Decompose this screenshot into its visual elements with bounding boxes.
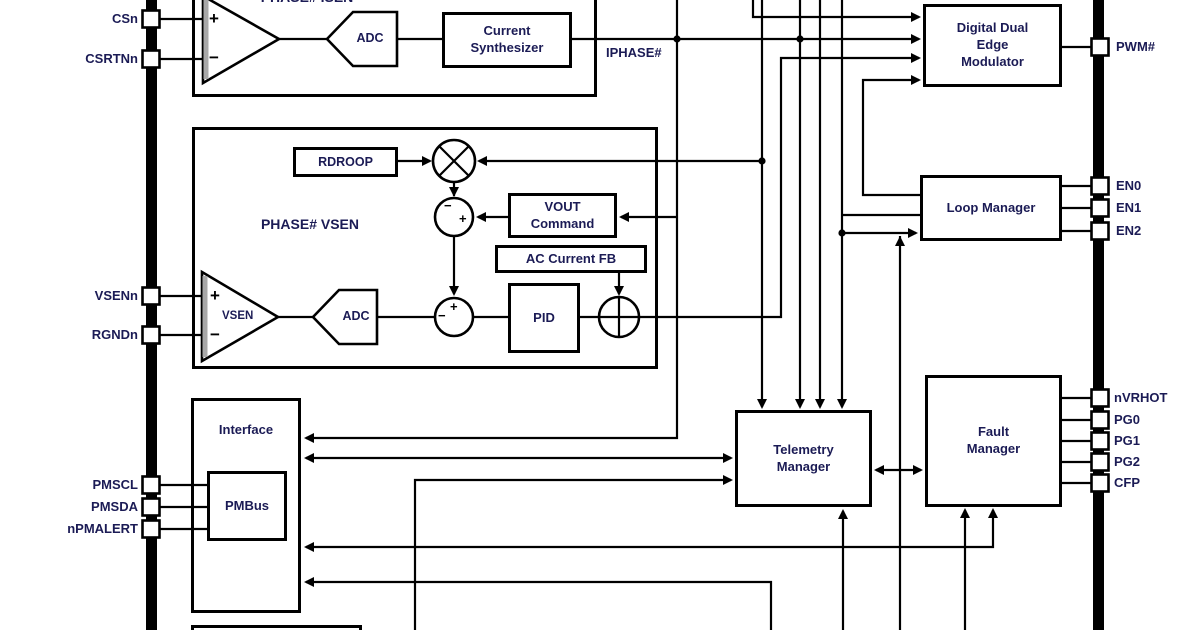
pin-label-cfp: CFP (1114, 475, 1140, 490)
phase-vsen-title: PHASE# VSEN (260, 216, 360, 232)
wire-bus-677 (306, 0, 679, 440)
phase-isen-box (192, 0, 597, 97)
isen-adc-label: ADC (356, 31, 384, 45)
chip-left-edge (146, 0, 157, 630)
chip-boundary (146, 0, 1104, 630)
pmbus-block: PMBus (207, 471, 287, 541)
pin-square-en1 (1090, 198, 1110, 218)
pin-square-csrtnn (141, 49, 161, 69)
bottom-box (191, 625, 362, 630)
pin-square-pg0 (1090, 410, 1110, 430)
pin-label-npmalert: nPMALERT (67, 521, 138, 536)
isen-plus-sign: + (209, 9, 219, 28)
telemetry-manager-block: Telemetry Manager (735, 410, 872, 507)
fault-manager-block: Fault Manager (925, 375, 1062, 507)
wire-mod-in1 (751, 0, 919, 19)
pin-square-vsenn (141, 286, 161, 306)
pin-label-pwm: PWM# (1116, 39, 1155, 54)
wire-loop-to-mod (861, 78, 920, 197)
pin-square-pg1 (1090, 431, 1110, 451)
opamp-isen-symbol (201, 0, 282, 86)
chip-right-edge (1093, 0, 1104, 630)
pin-square-pg2 (1090, 452, 1110, 472)
pin-label-pmscl: PMSCL (92, 477, 139, 492)
vsen-amp-label: VSEN (222, 310, 254, 322)
vsen-minus-sign: − (210, 325, 220, 344)
interface-title: Interface (218, 422, 274, 437)
sum2-plus-sign: + (450, 299, 458, 314)
current-synthesizer-block: Current Synthesizer (442, 12, 572, 68)
pin-square-pmscl (141, 475, 161, 495)
junction-dots (673, 35, 846, 237)
sum1-minus-sign: − (444, 198, 452, 213)
pin-square-nvrhot (1090, 388, 1110, 408)
pin-label-en2: EN2 (1116, 223, 1142, 238)
loop-manager-block: Loop Manager (920, 175, 1062, 241)
pin-label-pg2: PG2 (1114, 454, 1141, 469)
pin-label-en1: EN1 (1116, 200, 1142, 215)
wire-intf-fault (306, 510, 995, 549)
dual-edge-modulator-block: Digital Dual Edge Modulator (923, 4, 1062, 87)
pin-label-pg1: PG1 (1114, 433, 1141, 448)
wire-intf-bottom (306, 580, 773, 630)
pin-square-npmalert (141, 519, 161, 539)
adc-vsen-symbol (311, 288, 379, 346)
pin-label-vsenn: VSENn (94, 288, 138, 303)
pin-label-csn: CSn (112, 11, 138, 26)
sum2-minus-sign: − (438, 308, 446, 323)
vsen-adc-label: ADC (342, 309, 370, 323)
vout-command-block: VOUT Command (508, 193, 617, 238)
wires (159, 0, 1092, 630)
interface-box (191, 398, 301, 613)
summer2-symbol (433, 296, 475, 338)
multiplier-x2 (438, 145, 470, 177)
phase-vsen-box (192, 127, 658, 369)
ac-current-fb-block: AC Current FB (495, 245, 647, 273)
pin-squares (141, 9, 1110, 539)
wire-tele-in2 (413, 478, 731, 630)
adc-isen-symbol (325, 10, 399, 68)
pin-square-csn (141, 9, 161, 29)
isen-minus-sign: − (209, 48, 219, 67)
wire-pid-to-mod (639, 56, 919, 319)
pin-square-pwm (1090, 37, 1110, 57)
pin-label-pg0: PG0 (1114, 412, 1141, 427)
pin-label-csrtnn: CSRTNn (85, 51, 138, 66)
opamp-vsen-symbol (200, 269, 281, 364)
pin-square-en0 (1090, 176, 1110, 196)
vsen-plus-sign: + (210, 286, 220, 305)
arrowheads (304, 12, 998, 587)
pin-square-pmsda (141, 497, 161, 517)
pin-square-rgndn (141, 325, 161, 345)
phase-isen-title: PHASE# ISEN (192, 0, 422, 5)
component-symbols (200, 0, 641, 364)
pin-label-rgndn: RGNDn (91, 327, 138, 342)
pin-square-en2 (1090, 221, 1110, 241)
pin-label-nvrhot: nVRHOT (1114, 390, 1168, 405)
pin-square-cfp (1090, 473, 1110, 493)
summer1-symbol (433, 196, 475, 238)
pid-block: PID (508, 283, 580, 353)
sum1-plus-sign: + (459, 211, 467, 226)
pin-label-en0: EN0 (1116, 178, 1142, 193)
pin-label-pmsda: PMSDA (91, 499, 138, 514)
rdroop-block: RDROOP (293, 147, 398, 177)
iphase-net-label: IPHASE# (606, 45, 662, 60)
